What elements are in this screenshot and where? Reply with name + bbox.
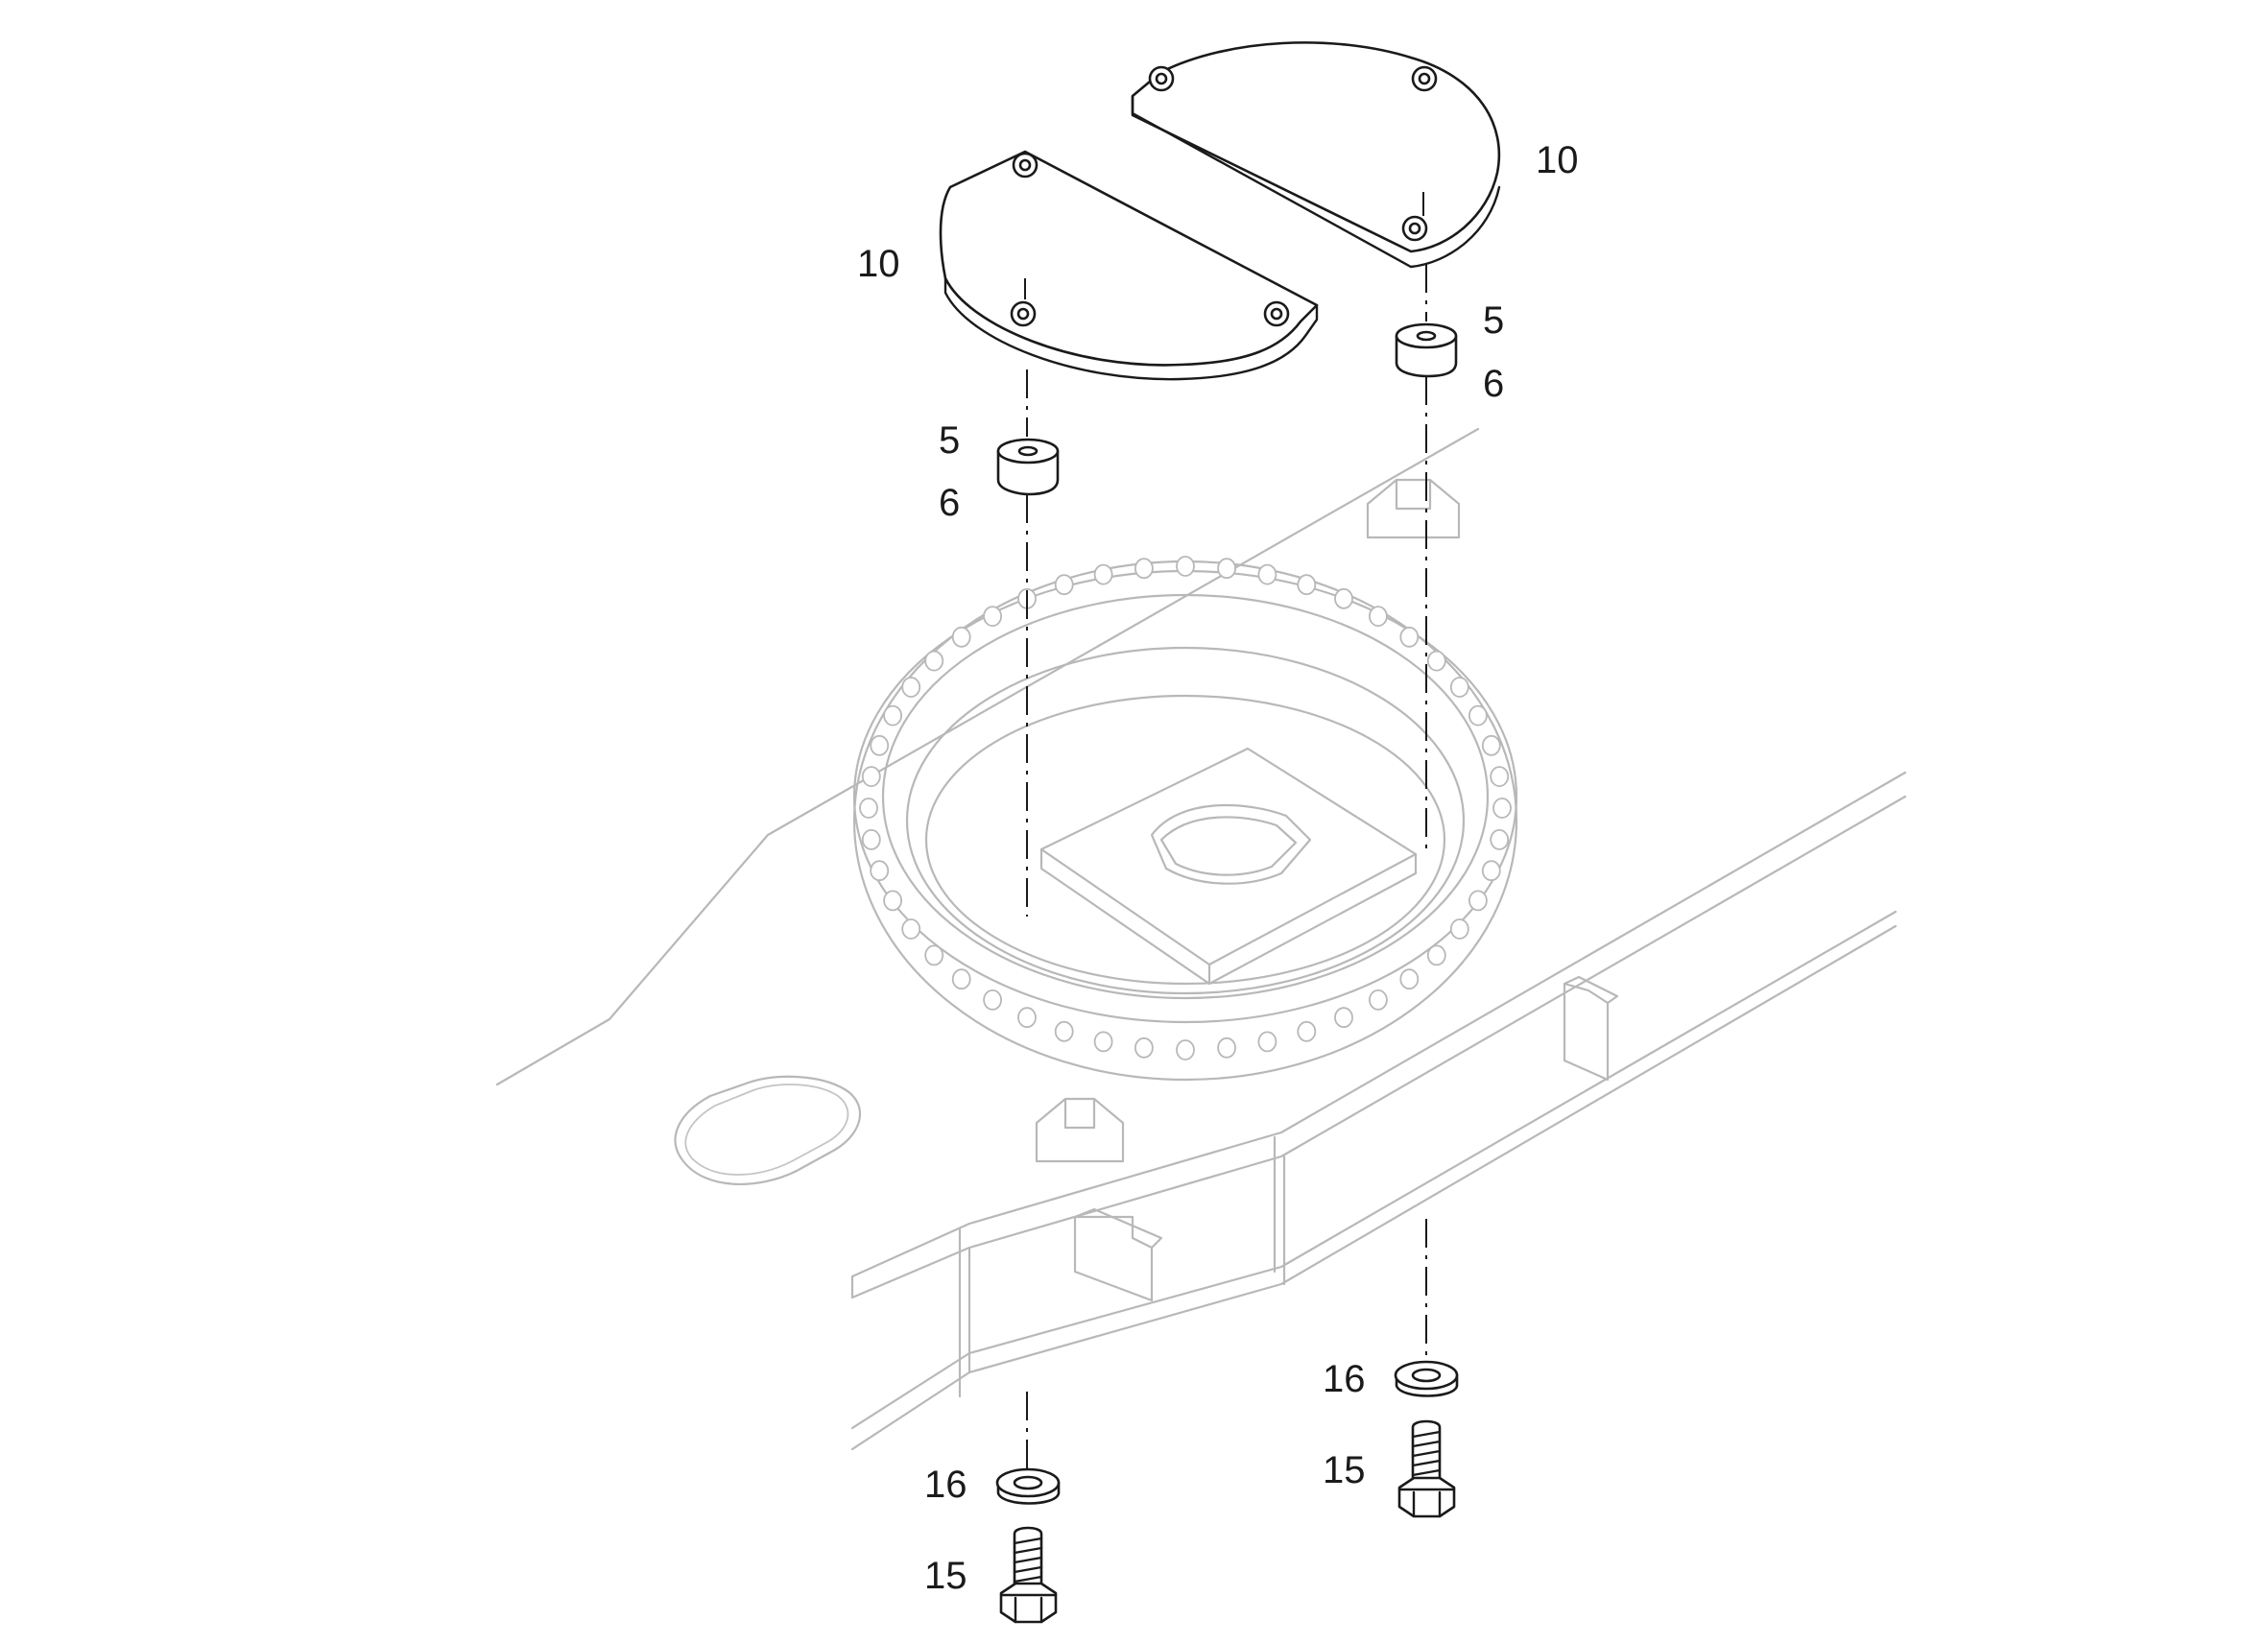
washer-right [1394,1360,1459,1397]
bolt-hole [1481,734,1501,756]
callout-5-left: 5 [939,419,960,462]
ring-bolt-holes [859,556,1512,1060]
bolt-hole [1054,1020,1074,1042]
bolt-left [999,1526,1058,1624]
bolt-hole [951,626,971,648]
bolt-hole [1134,1036,1154,1059]
bolt-hole [1399,626,1420,648]
bolt-hole [883,890,902,912]
bolt-hole [1093,1031,1113,1053]
bolt-hole [1017,1007,1037,1029]
bolt-hole [1334,587,1353,609]
slewing-ring [852,556,1518,1082]
bolt-hole [1490,766,1510,787]
bolt-hole [1176,1039,1195,1060]
bolt-hole [861,829,881,850]
washer-left [995,1467,1061,1505]
bolt-hole [1217,558,1236,580]
bolt-hole [1334,1007,1353,1029]
bolt-hole [1257,1031,1277,1053]
spacer-left [996,438,1060,496]
cover-plate-left [939,150,1319,381]
bolt-hole [883,704,902,727]
callout-10-left: 10 [857,243,900,285]
bolt-hole [924,650,944,672]
bolt-hole [1449,677,1469,698]
bolt-hole [1426,650,1446,672]
bolt-hole [951,968,971,990]
bolt-hole [870,734,890,756]
bolt-hole [983,989,1002,1011]
bolt-hole [1297,1020,1317,1042]
undercarriage-frame [495,427,1907,1451]
bolt-hole [1134,558,1154,580]
callout-15-right: 15 [1323,1449,1366,1491]
callout-16-left: 16 [924,1464,967,1506]
bolt-hole [1093,563,1113,585]
spacer-right [1395,322,1458,378]
bolt-hole [1490,829,1510,850]
callout-6-left: 6 [939,482,960,524]
bolt-hole [1176,556,1195,577]
bolt-hole [1449,918,1469,940]
callout-16-right: 16 [1323,1358,1366,1400]
bolt-hole [1492,798,1512,819]
bolt-hole [983,606,1002,627]
callout-6-right: 6 [1483,363,1504,405]
bolt-hole [1297,574,1317,596]
bolt-hole [1217,1036,1236,1059]
bolt-hole [861,766,881,787]
bolt-hole [1481,860,1501,882]
bolt-hole [924,944,944,966]
bolt-hole [1054,574,1074,596]
bolt-hole [1369,606,1388,627]
bolt-hole [901,918,921,940]
bolt-hole [1399,968,1420,990]
bolt-hole [1426,944,1446,966]
assembly-axes [1024,192,1427,1468]
bolt-hole [1257,563,1277,585]
callout-15-left: 15 [924,1555,967,1597]
bolt-hole [870,860,890,882]
callout-10-right: 10 [1536,139,1579,181]
callout-labels: 10 10 5 6 5 6 16 15 16 15 [857,139,1579,1597]
bolt-hole [859,798,878,819]
bolt-hole [1468,704,1488,727]
bolt-hole [1369,989,1388,1011]
cover-plate-right [1131,41,1501,269]
bolt-right [1397,1419,1456,1518]
bolt-hole [1468,890,1488,912]
callout-5-right: 5 [1483,299,1504,342]
bolt-hole [901,677,921,698]
